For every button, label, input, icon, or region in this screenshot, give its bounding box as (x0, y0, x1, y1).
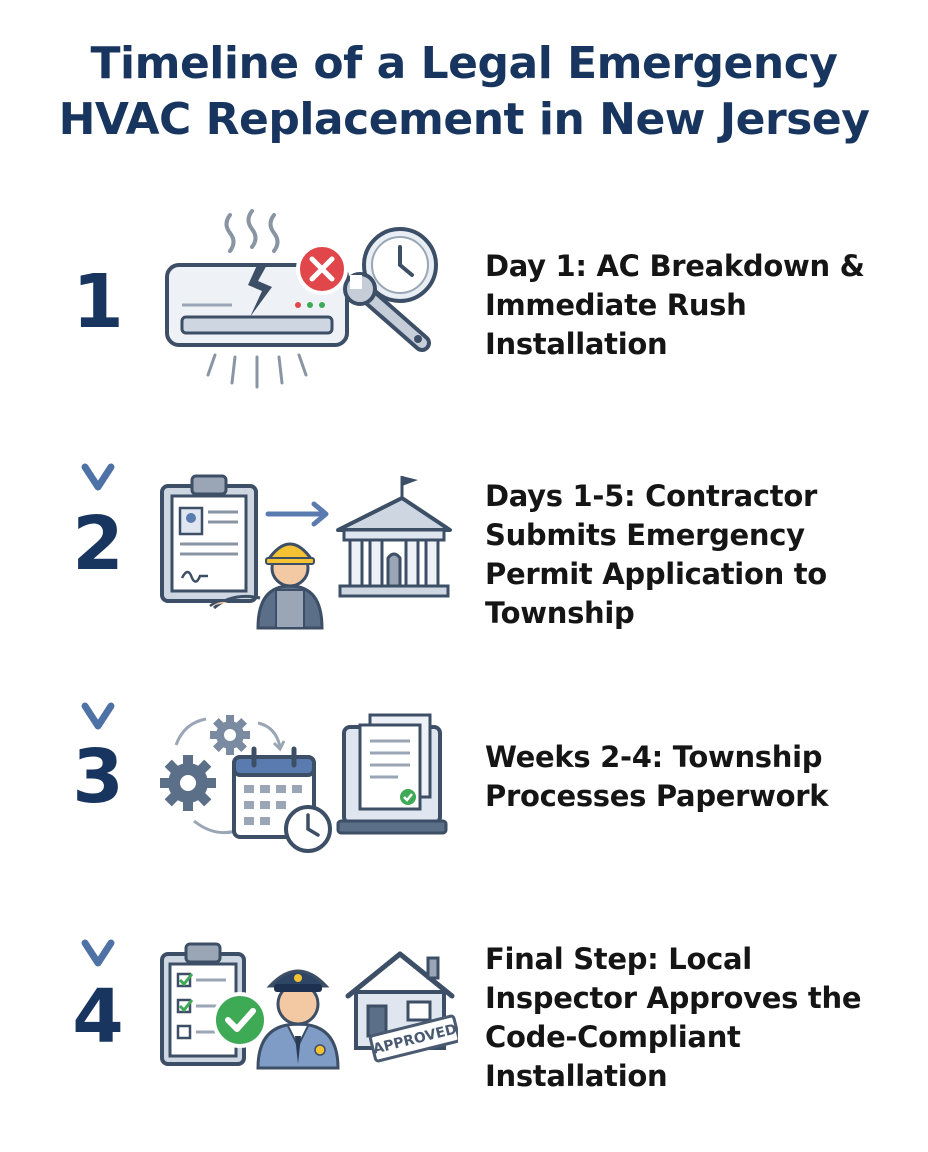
step-number: 2 (72, 501, 124, 587)
wrench-icon (343, 272, 431, 352)
step-number: 4 (72, 974, 124, 1060)
arrow-right-icon (265, 501, 329, 527)
step-text-line: Day 1: AC Breakdown & (485, 249, 865, 283)
timeline-arrow-down-icon (81, 820, 115, 967)
page-title: Timeline of a Legal Emergency HVAC Repla… (0, 36, 928, 148)
step-number: 1 (72, 259, 124, 345)
step-3-description: Weeks 2-4: Township Processes Paperwork (485, 738, 905, 816)
approved-house-icon: APPROVED (345, 951, 458, 1063)
township-building-icon (336, 476, 452, 598)
step-text-line: Days 1-5: Contractor (485, 479, 817, 513)
step-text-line: Township (485, 596, 635, 630)
step-text-line: Processes Paperwork (485, 779, 829, 813)
inspector-officer-icon (256, 969, 340, 1070)
clipboard-form-icon (160, 474, 258, 603)
contractor-worker-icon (209, 542, 324, 630)
documents-tray-icon (336, 713, 448, 835)
step-2-illustration (160, 474, 452, 630)
step-text-line: Final Step: Local (485, 942, 752, 976)
airflow-icon (206, 353, 308, 389)
step-text-line: Weeks 2-4: Township (485, 740, 823, 774)
heat-waves-icon (224, 209, 280, 253)
timeline-arrow-down-icon (81, 342, 115, 491)
error-x-icon (296, 243, 348, 295)
step-text-line: Code-Compliant (485, 1020, 741, 1054)
step-number: 3 (72, 734, 124, 820)
step-text-line: Immediate Rush (485, 288, 747, 322)
green-check-icon (212, 992, 268, 1048)
title-line-2: HVAC Replacement in New Jersey (58, 94, 870, 145)
step-text-line: Installation (485, 327, 668, 361)
step-2-description: Days 1-5: Contractor Submits Emergency P… (485, 477, 905, 633)
step-1-illustration (165, 209, 438, 389)
step-1-description: Day 1: AC Breakdown & Immediate Rush Ins… (485, 247, 905, 364)
step-text-line: Installation (485, 1059, 668, 1093)
title-line-1: Timeline of a Legal Emergency (90, 38, 838, 89)
clock-icon (284, 805, 332, 853)
clock-icon (362, 227, 438, 303)
step-text-line: Submits Emergency (485, 518, 805, 552)
step-text-line: Inspector Approves the (485, 981, 862, 1015)
step-3-illustration (160, 713, 448, 853)
step-4-description: Final Step: Local Inspector Approves the… (485, 940, 905, 1096)
timeline-arrow-down-icon (81, 583, 115, 730)
step-4-illustration: APPROVED (160, 942, 458, 1070)
step-text-line: Permit Application to (485, 557, 827, 591)
gears-icon (160, 715, 286, 835)
